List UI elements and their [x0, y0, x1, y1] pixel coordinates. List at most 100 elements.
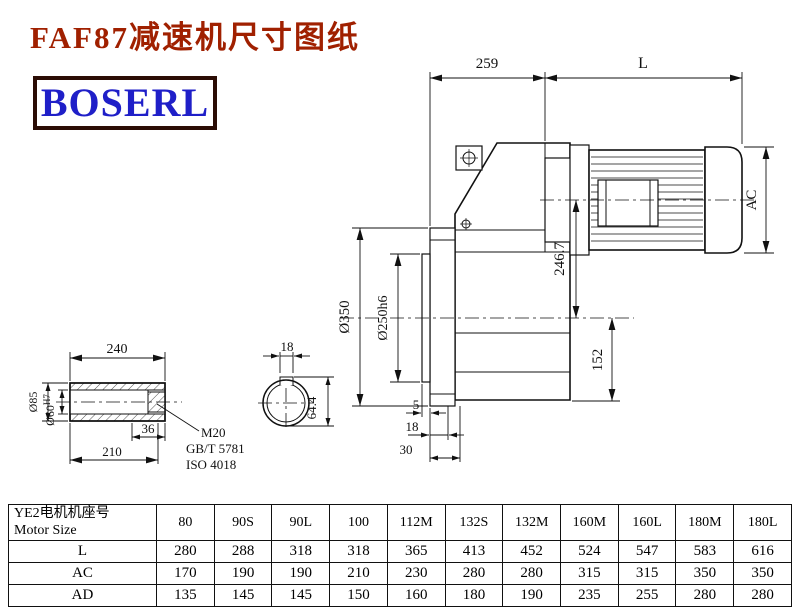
value-cell: 190 [502, 584, 562, 607]
value-cell: 180 [444, 584, 504, 607]
value-cell: 413 [444, 540, 504, 563]
value-cell: 315 [560, 562, 619, 585]
header-en: Motor Size [14, 522, 77, 538]
dim-face-step-30: 30 [400, 406, 461, 462]
dim-axis-to-base-label: 152 [590, 349, 606, 372]
dim-keyway-depth-label: 64.4 [304, 396, 319, 419]
dim-shaft-od: Ø85 [26, 382, 68, 422]
value-cell: 280 [733, 584, 792, 607]
motor-size-column-header: 180M [675, 504, 735, 541]
dim-bore-label: Ø60H7 [42, 394, 57, 426]
dim-bore: Ø60H7 [42, 389, 68, 426]
value-cell: 235 [560, 584, 619, 607]
motor-size-column-header: 90S [213, 504, 273, 541]
dim-spigot-diameter: Ø250h6 [376, 253, 420, 383]
value-cell: 350 [675, 562, 735, 585]
dim-motor-length-label: L [638, 55, 648, 72]
value-cell: 280 [156, 540, 215, 563]
dim-keyway-width-label: 18 [281, 339, 294, 354]
technical-drawing: 259 L AC 246.7 152 Ø350 Ø250h6 5 [26, 55, 774, 472]
value-cell: 255 [617, 584, 677, 607]
value-cell: 145 [213, 584, 273, 607]
dim-flange-diameter: Ø350 [337, 227, 428, 407]
thread-callout: M20 GB/T 5781 ISO 4018 [156, 403, 245, 472]
dim-face-step-30-label: 30 [400, 442, 413, 457]
value-cell: 210 [329, 562, 388, 585]
value-cell: 145 [271, 584, 331, 607]
value-cell: 318 [329, 540, 388, 563]
row-label: AC [8, 562, 157, 585]
thread-standard-iso: ISO 4018 [186, 457, 236, 472]
value-cell: 280 [502, 562, 562, 585]
dim-shaft-length-label: 240 [107, 342, 128, 357]
dim-motor-diameter-label: AC [744, 190, 760, 211]
value-cell: 524 [560, 540, 619, 563]
dim-keyway-depth: 64.4 [287, 376, 334, 427]
motor-frame-plate [597, 179, 659, 227]
brand-logo-text: BOSERL [40, 80, 210, 125]
value-cell: 160 [386, 584, 446, 607]
value-cell: 280 [444, 562, 504, 585]
row-label: L [8, 540, 157, 563]
dim-shaft-length: 240 [69, 342, 166, 381]
shaft-end-view [258, 376, 314, 430]
dim-face-step-18-label: 18 [406, 419, 419, 434]
motor-size-column-header: 90L [271, 504, 331, 541]
thread-label: M20 [201, 425, 226, 440]
motor [540, 144, 758, 256]
dim-usable-length: 210 [69, 423, 159, 464]
dim-thread-depth: 36 [131, 421, 166, 441]
value-cell: 230 [386, 562, 446, 585]
value-cell: 452 [502, 540, 562, 563]
motor-size-column-header: 112M [386, 504, 446, 541]
value-cell: 583 [675, 540, 735, 563]
value-cell: 318 [271, 540, 331, 563]
value-cell: 616 [733, 540, 792, 563]
dim-face-step-18: 18 [406, 406, 464, 440]
value-cell: 288 [213, 540, 273, 563]
dim-face-step-5-label: 5 [413, 397, 420, 412]
dim-spigot-diameter-label: Ø250h6 [376, 295, 391, 340]
value-cell: 547 [617, 540, 677, 563]
value-cell: 190 [213, 562, 273, 585]
motor-size-column-header: 160M [560, 504, 619, 541]
dim-motor-diameter: AC [744, 146, 774, 254]
row-label: AD [8, 584, 157, 607]
motor-size-column-header: 160L [617, 504, 677, 541]
motor-size-column-header: 132S [444, 504, 504, 541]
value-cell: 365 [386, 540, 446, 563]
value-cell: 350 [733, 562, 792, 585]
thread-standard-gb: GB/T 5781 [186, 441, 245, 456]
dim-center-height: 246.7 [552, 200, 580, 318]
value-cell: 135 [156, 584, 215, 607]
dim-motor-length: L [545, 55, 743, 144]
hollow-shaft-detail [56, 382, 182, 422]
dim-usable-length-label: 210 [102, 444, 122, 459]
dim-shaft-od-label: Ø85 [26, 392, 40, 413]
dim-keyway-width: 18 [263, 339, 310, 373]
page-title: FAF87减速机尺寸图纸 [30, 20, 360, 55]
dim-axis-to-base: 152 [572, 318, 620, 402]
dim-overall-width-label: 259 [476, 56, 499, 72]
dim-thread-depth-label: 36 [142, 421, 156, 436]
motor-size-column-header: 132M [502, 504, 562, 541]
value-cell: 280 [675, 584, 735, 607]
motor-size-column-header: 100 [329, 504, 388, 541]
motor-size-column-header: 180L [733, 504, 792, 541]
header-cn: YE2电机机座号 [14, 505, 110, 521]
value-cell: 170 [156, 562, 215, 585]
value-cell: 315 [617, 562, 677, 585]
value-cell: 150 [329, 584, 388, 607]
dim-flange-diameter-label: Ø350 [337, 300, 353, 333]
dim-center-height-label: 246.7 [552, 242, 568, 276]
brand-logo: BOSERL [33, 76, 217, 130]
value-cell: 190 [271, 562, 331, 585]
dim-overall-width: 259 [429, 56, 546, 226]
motor-size-column-header: 80 [156, 504, 215, 541]
